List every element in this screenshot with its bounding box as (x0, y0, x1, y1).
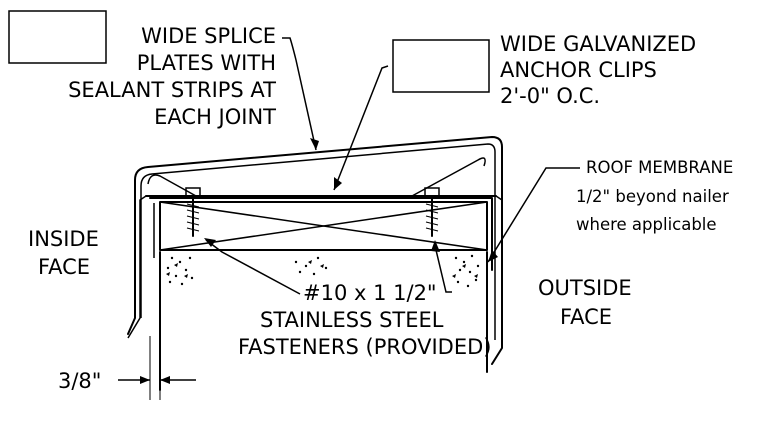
splice-label-line2: PLATES WITH (137, 51, 276, 75)
membrane-label-line2: 1/2" beyond nailer (576, 187, 729, 206)
gap-dimension-line (118, 336, 196, 400)
splice-label-line3: SEALANT STRIPS AT (68, 78, 276, 102)
leader-lines (204, 37, 580, 295)
concrete-stipple (166, 254, 480, 288)
right-fastener (424, 187, 440, 237)
clips-label-line2: ANCHOR CLIPS (500, 58, 657, 82)
roof-membrane (149, 197, 493, 271)
outside-face-label-line2: FACE (560, 305, 612, 329)
inside-face-label-line2: FACE (38, 255, 90, 279)
splice-label-line4: EACH JOINT (154, 105, 276, 129)
membrane-label-line1: ROOF MEMBRANE (586, 158, 733, 177)
left-cleat-hook (147, 174, 197, 197)
gap-dimension-label: 3/8" (58, 369, 101, 393)
fastener-label-line3: FASTENERS (PROVIDED) (238, 335, 492, 359)
fastener-label-line1: #10 x 1 1/2" (303, 281, 437, 305)
clips-label-line3: 2'-0" O.C. (500, 84, 600, 108)
membrane-label-line3: where applicable (576, 215, 717, 234)
clips-label-line1: WIDE GALVANIZED (500, 32, 696, 56)
splice-width-blank-box (8, 10, 107, 64)
left-fastener (185, 187, 201, 237)
right-cleat-hook (411, 157, 486, 197)
clip-width-blank-box (392, 39, 490, 93)
coping-cap (127, 136, 503, 365)
splice-label-line1: WIDE SPLICE (141, 24, 276, 48)
fastener-label-line2: STAINLESS STEEL (260, 308, 444, 332)
inside-face-label-line1: INSIDE (28, 227, 99, 251)
outside-face-label-line1: OUTSIDE (538, 276, 632, 300)
